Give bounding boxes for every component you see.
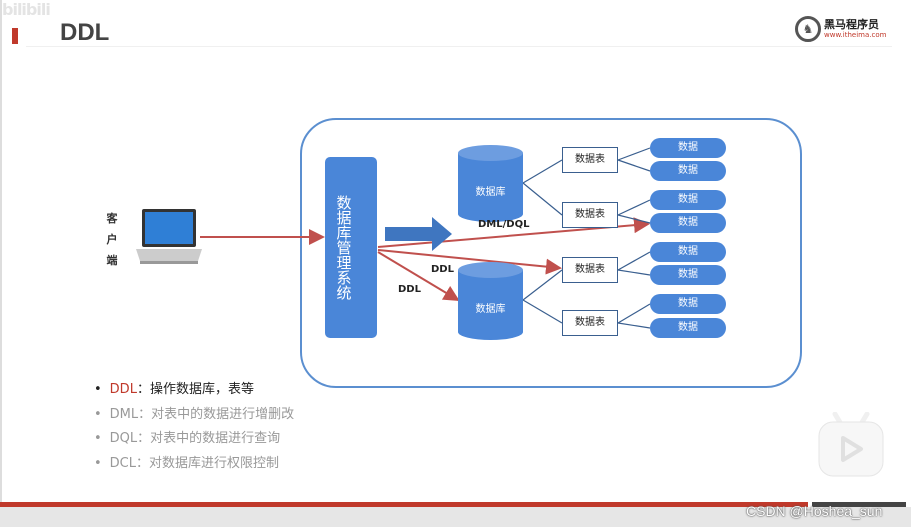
horse-logo-icon: ♞ [795, 16, 821, 42]
data-pill: 数据 [650, 161, 726, 181]
ddl-label-1: DDL [431, 264, 454, 275]
database-label: 数据库 [475, 304, 506, 315]
table-box: 数据表 [562, 257, 618, 283]
progress-bar-dark [812, 502, 906, 507]
client-label: 客户端 [106, 212, 118, 267]
big-arrow-icon [385, 217, 452, 251]
ddl-db-arrow [377, 251, 460, 302]
csdn-credit: CSDN @Hoshea_sun [746, 503, 883, 519]
bilibili-play-icon[interactable] [817, 412, 885, 478]
table-box: 数据表 [562, 202, 618, 228]
bullet-dcl: DCL：对数据库进行权限控制 [94, 452, 294, 477]
laptop-icon [136, 209, 202, 264]
database-1: 数据库 [458, 145, 523, 223]
bullet-list: DDL：操作数据库，表等 DML：对表中的数据进行增删改 DQL：对表中的数据进… [94, 378, 295, 477]
data-pill: 数据 [650, 318, 726, 338]
progress-bar-red [0, 502, 808, 507]
title-marker [12, 28, 18, 44]
dbms-box: 数据库管理系统 [325, 157, 377, 338]
database-label: 数据库 [475, 187, 506, 198]
logo-name: 黑马程序员 [824, 17, 879, 31]
bilibili-watermark: bilibili [2, 0, 51, 19]
bullet-dml: DML：对表中的数据进行增删改 [94, 403, 295, 428]
slide-title: DDL [60, 19, 110, 46]
dml-dql-label: DML/DQL [478, 219, 530, 230]
ddl-table-arrow [377, 249, 562, 275]
logo-url: www.itheima.com [824, 30, 887, 39]
bullet-ddl: DDL：操作数据库，表等 [94, 378, 294, 403]
table-box: 数据表 [562, 310, 618, 336]
data-pill: 数据 [650, 294, 726, 314]
data-pill: 数据 [650, 190, 726, 210]
data-pill: 数据 [650, 265, 726, 285]
database-server-container [300, 118, 802, 388]
bullet-dql: DQL：对表中的数据进行查询 [94, 427, 294, 452]
data-pill: 数据 [650, 213, 726, 233]
database-2: 数据库 [458, 262, 523, 340]
bottom-strip [0, 507, 911, 527]
title-divider [26, 46, 892, 47]
data-pill: 数据 [650, 138, 726, 158]
table-box: 数据表 [562, 147, 618, 173]
ddl-label-2: DDL [398, 284, 421, 295]
database-cylinders [458, 145, 523, 340]
data-pill: 数据 [650, 242, 726, 262]
